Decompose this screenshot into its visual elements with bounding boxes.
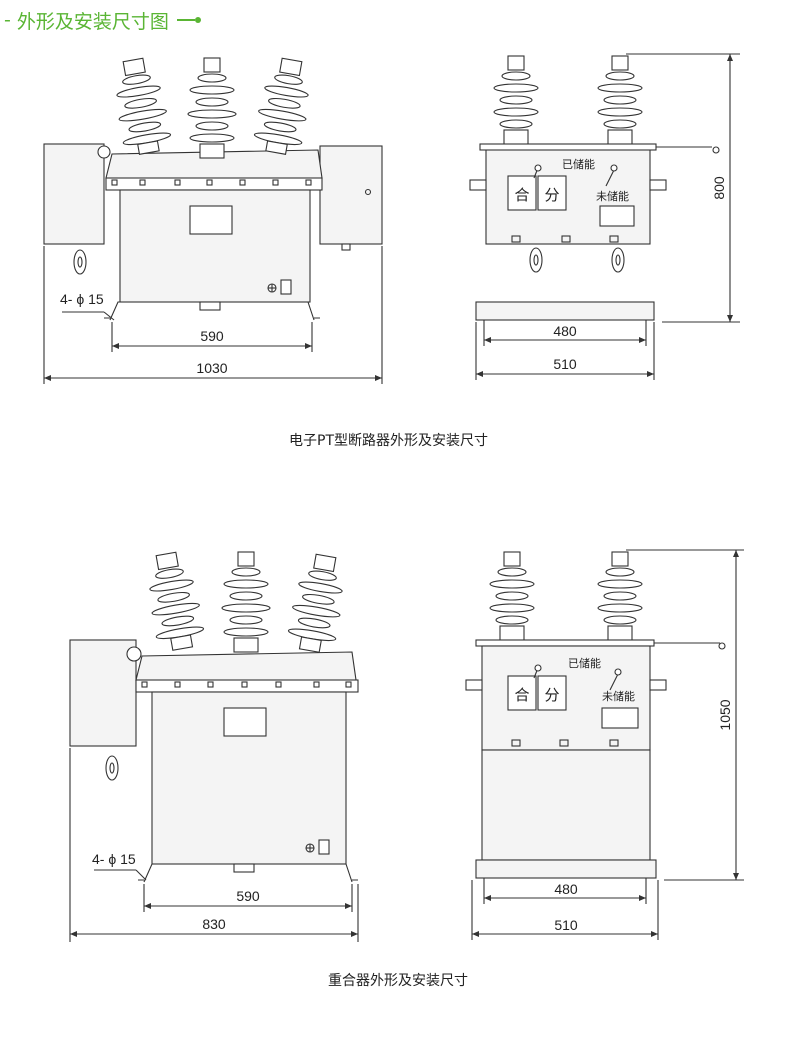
s1-front-hole-label: 4- ϕ 15: [60, 291, 104, 307]
header-tail-line: [176, 19, 195, 21]
flange-bolts: [111, 179, 312, 186]
nameplate: [189, 205, 233, 235]
left-control-box: [43, 143, 105, 245]
s1-not-stored-label: 未储能: [596, 189, 629, 203]
s2-front-hole-label: 4- ϕ 15: [92, 851, 136, 867]
s2-stored-label: 已储能: [568, 656, 601, 670]
s1-front-dim-mount: 590: [200, 328, 224, 344]
s2-front-dim-mount: 590: [236, 888, 260, 904]
s2-open-button: 分: [544, 687, 559, 704]
section2-caption: 重合器外形及安装尺寸: [328, 973, 468, 989]
s1-close-button: 合: [514, 187, 529, 204]
s2-side-dim-total: 510: [554, 917, 578, 933]
nameplate: [223, 707, 267, 737]
header-dash: -: [4, 9, 11, 31]
breaker-side-view: [469, 53, 740, 380]
s2-side-dim-mount: 480: [554, 881, 578, 897]
s1-open-button: 分: [544, 187, 559, 204]
header-title: 外形及安装尺寸图: [16, 10, 169, 33]
insulator-right: [253, 57, 309, 155]
breaker-front-view: [43, 57, 383, 384]
s1-side-dim-height: 800: [711, 176, 727, 200]
s2-side-dim-height: 1050: [717, 699, 733, 730]
header-tail-dot: [194, 17, 201, 23]
s1-side-dim-mount: 480: [553, 323, 577, 339]
recloser-front-view: [69, 551, 359, 942]
s2-close-button: 合: [514, 687, 529, 704]
section-header: - 外形及安装尺寸图: [4, 6, 201, 34]
s2-not-stored-label: 未储能: [602, 689, 635, 703]
s2-front-dim-total: 830: [202, 916, 226, 932]
s1-front-dim-total: 1030: [196, 360, 227, 376]
insulator-left: [116, 57, 172, 155]
section1-caption: 电子PT型断路器外形及安装尺寸: [289, 433, 488, 449]
right-control-box: [319, 145, 383, 245]
left-control-box: [69, 639, 137, 747]
s1-stored-label: 已储能: [562, 157, 595, 171]
insulator-middle: [187, 57, 237, 159]
recloser-side-view: [465, 549, 744, 940]
s1-side-dim-total: 510: [553, 356, 577, 372]
